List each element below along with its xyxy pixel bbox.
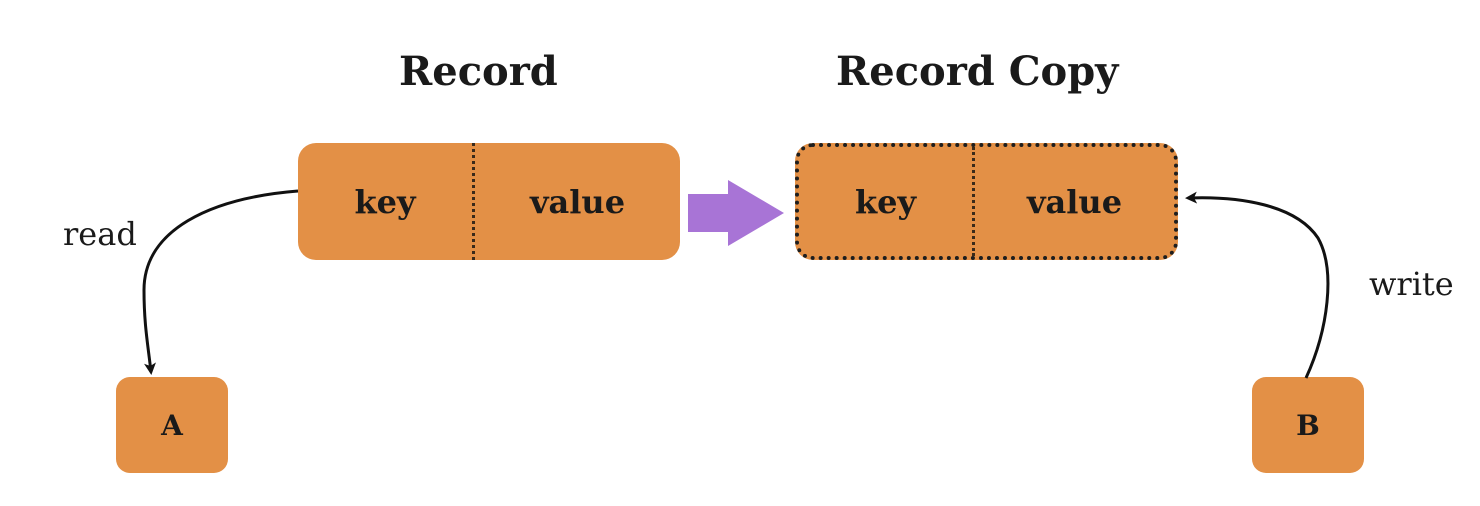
read-arrow — [142, 189, 299, 375]
write-arrow — [1185, 191, 1330, 379]
record-copy-value-cell: value — [1026, 182, 1123, 221]
record-key-cell: key — [298, 143, 475, 260]
record-copy-box: key value — [795, 143, 1178, 260]
client-b-box: B — [1252, 377, 1364, 473]
record-title: Record — [399, 48, 558, 95]
record-copy-title: Record Copy — [836, 48, 1119, 95]
record-box: key value — [298, 143, 680, 260]
read-label: read — [63, 215, 137, 253]
client-a-box: A — [116, 377, 228, 473]
copy-arrow-icon — [688, 180, 784, 246]
write-label: write — [1369, 265, 1454, 303]
record-copy-key-cell: key — [799, 147, 975, 256]
record-value-cell: value — [529, 182, 626, 221]
